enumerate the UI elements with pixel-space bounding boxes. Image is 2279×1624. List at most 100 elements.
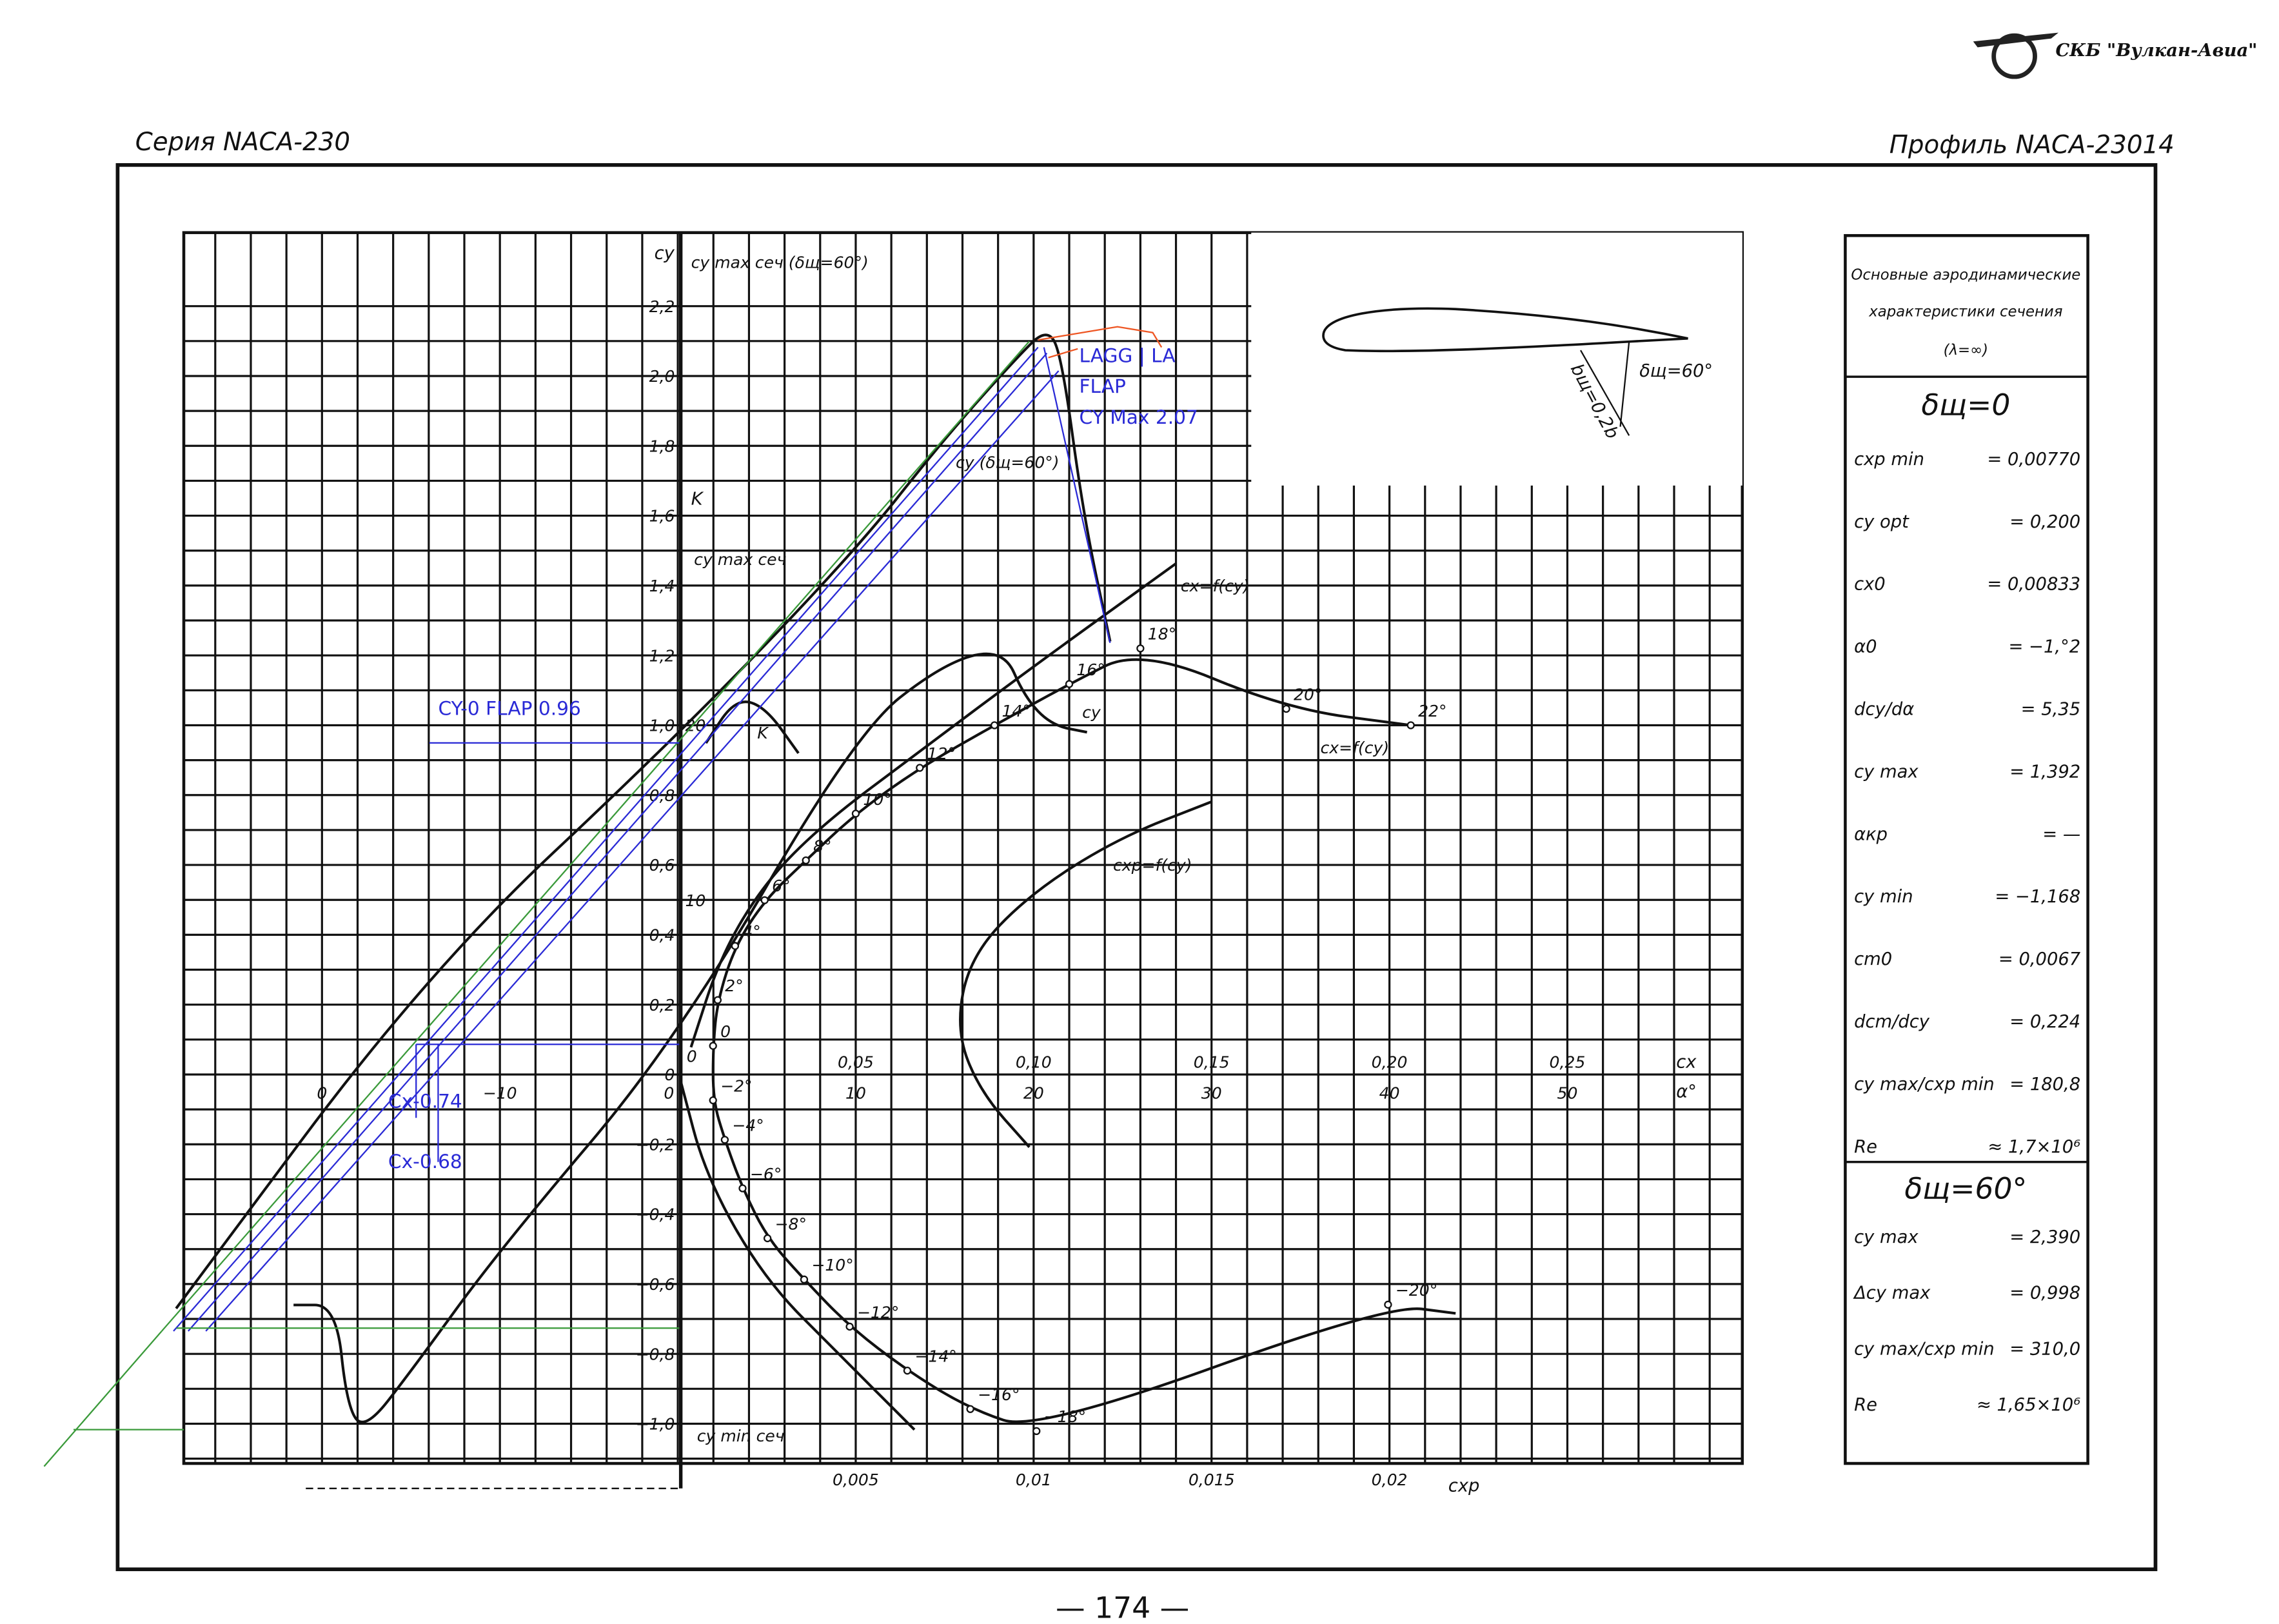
panel-title-line-1: Основные аэродинамические bbox=[1851, 267, 2080, 284]
panel-row-value: = 0,224 bbox=[2009, 1012, 2080, 1032]
panel-row-label: Δcy max bbox=[1853, 1283, 1931, 1303]
data-point bbox=[731, 942, 740, 950]
series-group: −20°−18°−16°−14°−12°−10°−8°−6°−4°−2°02°4… bbox=[175, 333, 1456, 1436]
annotation-cy0-flap: CY-0 FLAP 0.96 bbox=[438, 697, 580, 720]
logo-emblem-icon bbox=[1991, 33, 2037, 79]
panel-row-value: = −1,°2 bbox=[2008, 637, 2080, 657]
data-point bbox=[966, 1405, 974, 1413]
panel-row-value: = — bbox=[2042, 824, 2080, 844]
alpha-point-label: −20° bbox=[1396, 1281, 1437, 1300]
panel-row-value: = 0,00833 bbox=[1987, 575, 2080, 595]
cx-tick-label: 0,15 bbox=[1194, 1053, 1230, 1072]
page-frame bbox=[115, 163, 2158, 1572]
alpha-point-label: −16° bbox=[978, 1385, 1020, 1404]
cx-tick-label: 0,20 bbox=[1372, 1053, 1408, 1072]
annotation-lagg: LAGG | LA bbox=[1080, 344, 1176, 367]
cxp-axis-label: cxp bbox=[1448, 1476, 1480, 1496]
panel-row-label: cx0 bbox=[1854, 575, 1886, 595]
label-cx-f: cx=f(cy) bbox=[1181, 577, 1250, 595]
label-cy-max-flap: cy max сеч (δщ=60°) bbox=[691, 253, 869, 272]
cy-axis-label: cy bbox=[655, 244, 675, 264]
alpha-point-label: 18° bbox=[1148, 625, 1176, 644]
cy-tick-label: 1,0 bbox=[649, 717, 675, 735]
panel-row-value: = 0,0067 bbox=[1998, 949, 2081, 969]
alpha-point-label: 6° bbox=[772, 876, 791, 895]
data-point bbox=[845, 1322, 854, 1331]
alpha-tick-label: 30 bbox=[1201, 1084, 1222, 1103]
series-line-1 bbox=[175, 333, 1112, 1310]
data-point bbox=[903, 1367, 912, 1375]
data-point bbox=[709, 1042, 717, 1050]
characteristics-panel: Основные аэродинамические характеристики… bbox=[1844, 233, 2089, 1465]
grid bbox=[182, 231, 1744, 1489]
alpha-tick-label: 0 bbox=[664, 1084, 674, 1103]
label-cx-f2: cx=f(cy) bbox=[1320, 738, 1389, 757]
panel-row-label: dcm/dcy bbox=[1854, 1012, 1930, 1032]
cy-tick-label: 1,4 bbox=[649, 577, 675, 595]
data-point bbox=[763, 1234, 772, 1243]
data-point bbox=[760, 896, 769, 904]
alpha-point-label: 22° bbox=[1418, 702, 1446, 720]
cx-tick-label: 0,10 bbox=[1016, 1053, 1052, 1072]
k-axis-label: K bbox=[691, 489, 704, 509]
cy-tick-label: 0,6 bbox=[649, 856, 675, 875]
label-cy-min: cy min сеч bbox=[697, 1427, 785, 1445]
panel-row-label: Re bbox=[1854, 1137, 1877, 1157]
alpha-point-label: 8° bbox=[813, 837, 832, 855]
panel-row-label: cm0 bbox=[1854, 949, 1892, 969]
series-line-2 bbox=[711, 658, 1456, 1423]
panel-title-line-3: (λ=∞) bbox=[1944, 342, 1988, 359]
airfoil-shape bbox=[1322, 307, 1688, 353]
cy-tick-label: 1,8 bbox=[649, 437, 675, 455]
panel-row-value: = 0,998 bbox=[2009, 1283, 2080, 1303]
annotation-flap: FLAP bbox=[1080, 375, 1126, 397]
cy-tick-label: 0 bbox=[665, 1065, 675, 1084]
annotation-cx-074: Cx-0.74 bbox=[388, 1089, 462, 1112]
panel-row-value: ≈ 1,7×10⁶ bbox=[1988, 1137, 2080, 1157]
cy-tick-label: 1,2 bbox=[649, 646, 675, 665]
flap-angle-label: δщ=60° bbox=[1639, 361, 1713, 381]
series-line-5 bbox=[679, 1080, 916, 1431]
page-number: — 174 — bbox=[1056, 1590, 1189, 1624]
panel-row-label: Re bbox=[1854, 1395, 1877, 1415]
panel-row-value: ≈ 1,65×10⁶ bbox=[1977, 1395, 2080, 1415]
annotation-cx-068: Cx-0.68 bbox=[388, 1150, 462, 1173]
cxp-tick-label: 0,015 bbox=[1189, 1471, 1235, 1489]
data-point bbox=[916, 764, 924, 772]
data-point bbox=[1282, 704, 1290, 713]
cy-tick-label: −0,4 bbox=[636, 1205, 675, 1224]
panel-row-label: cy min bbox=[1854, 887, 1913, 907]
cy-tick-label: −0,8 bbox=[636, 1345, 675, 1363]
cxp-tick-label: 0,005 bbox=[833, 1471, 879, 1489]
alpha-tick-label: −10 bbox=[483, 1084, 517, 1103]
data-point bbox=[738, 1184, 747, 1193]
k-tick-label: 0 bbox=[687, 1047, 697, 1066]
data-point bbox=[720, 1136, 729, 1144]
panel-row-label: cy max bbox=[1854, 762, 1919, 782]
alpha-tick-label: 20 bbox=[1023, 1084, 1044, 1103]
panel-row-value: = 5,35 bbox=[2021, 700, 2081, 720]
cy-tick-label: 0,2 bbox=[649, 996, 675, 1015]
panel-row-label: dcy/dα bbox=[1854, 700, 1914, 720]
label-cxp-f: cxp=f(cy) bbox=[1113, 856, 1192, 875]
alpha-tick-label: 40 bbox=[1379, 1084, 1400, 1103]
series-line-4 bbox=[959, 800, 1212, 1148]
panel-row-value: = 0,200 bbox=[2009, 512, 2080, 532]
data-point bbox=[990, 721, 999, 729]
data-point bbox=[1065, 680, 1074, 688]
axis-ticks: 2,22,01,81,61,41,21,00,80,60,40,20−0,2−0… bbox=[317, 297, 1585, 1489]
cy-tick-label: −1,0 bbox=[636, 1415, 675, 1434]
alpha-point-label: −18° bbox=[1044, 1407, 1086, 1426]
section1-heading: δщ=0 bbox=[1921, 388, 2010, 422]
panel-row-value: = 180,8 bbox=[2009, 1074, 2080, 1094]
alpha-tick-label: 50 bbox=[1557, 1084, 1578, 1103]
panel-row-label: cy max/cxp min bbox=[1854, 1339, 1995, 1359]
panel-row-value: = 2,390 bbox=[2009, 1227, 2080, 1247]
alpha-point-label: −14° bbox=[914, 1347, 956, 1365]
data-point bbox=[1384, 1300, 1392, 1309]
series-line-0 bbox=[293, 652, 1087, 1423]
series-line-3 bbox=[689, 562, 1177, 1048]
panel-row-label: α0 bbox=[1854, 637, 1877, 657]
data-point bbox=[1406, 721, 1415, 729]
